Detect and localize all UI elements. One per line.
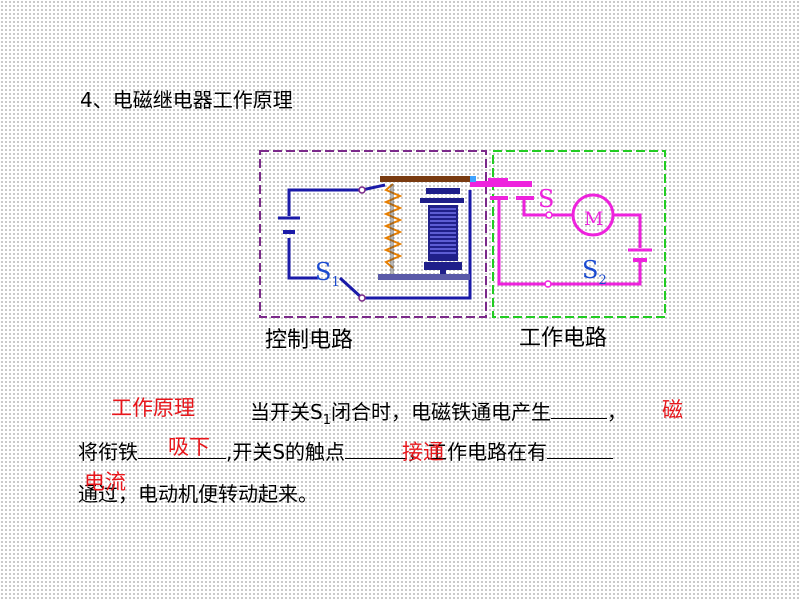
switch-s2-label: S2 [582, 256, 607, 288]
spring [383, 183, 403, 269]
contact-pin [470, 176, 476, 182]
core-rod [440, 270, 446, 274]
contact-lower [490, 196, 508, 200]
principle-line-2: 将衔铁,开关S的触点，工作电路在有 [78, 436, 614, 465]
blank-attract [138, 436, 226, 459]
moving-contact-arm [470, 181, 532, 187]
control-circuit-frame [259, 150, 487, 318]
slide-title: 4、电磁继电器工作原理 [80, 88, 293, 112]
contact-upper [488, 178, 508, 181]
motor-circle [571, 193, 615, 237]
electromagnet-top [426, 188, 460, 194]
s-contact [545, 211, 553, 219]
principle-line-1: 当开关S1闭合时，电磁铁通电产生， [250, 396, 627, 428]
motor-label: M [584, 208, 604, 230]
principle-heading: 工作原理 [111, 396, 195, 420]
answer-magnetism: 磁 [662, 398, 683, 422]
s2-contact-left [544, 280, 552, 288]
work-battery [628, 248, 652, 262]
switch-s-label: S [538, 185, 555, 213]
blank-magnetism [550, 396, 607, 419]
switch-s1-label: S1 [315, 258, 340, 290]
spring-post [390, 184, 394, 274]
s1-contact-top [358, 186, 366, 194]
contact-lower-2 [516, 196, 534, 200]
answer-attract: 吸下 [168, 435, 210, 459]
answer-connect: 接通 [402, 440, 444, 464]
control-circuit-label: 控制电路 [265, 328, 354, 353]
relay-base [378, 274, 470, 280]
s1-contact-bottom [358, 294, 366, 302]
control-wires [287, 183, 472, 300]
electromagnet-plate [420, 198, 464, 203]
control-battery [278, 216, 300, 234]
work-circuit-frame [492, 150, 666, 318]
principle-line-3: 通过，电动机便转动起来。 [78, 482, 318, 506]
blank-current [547, 436, 614, 459]
answer-current: 电流 [84, 470, 126, 494]
work-circuit-label: 工作电路 [519, 326, 608, 351]
electromagnet-bottom [424, 262, 462, 270]
armature-bar [380, 176, 470, 182]
blank-connect [345, 436, 408, 459]
coil-windings [430, 208, 456, 254]
work-wires [497, 200, 642, 286]
